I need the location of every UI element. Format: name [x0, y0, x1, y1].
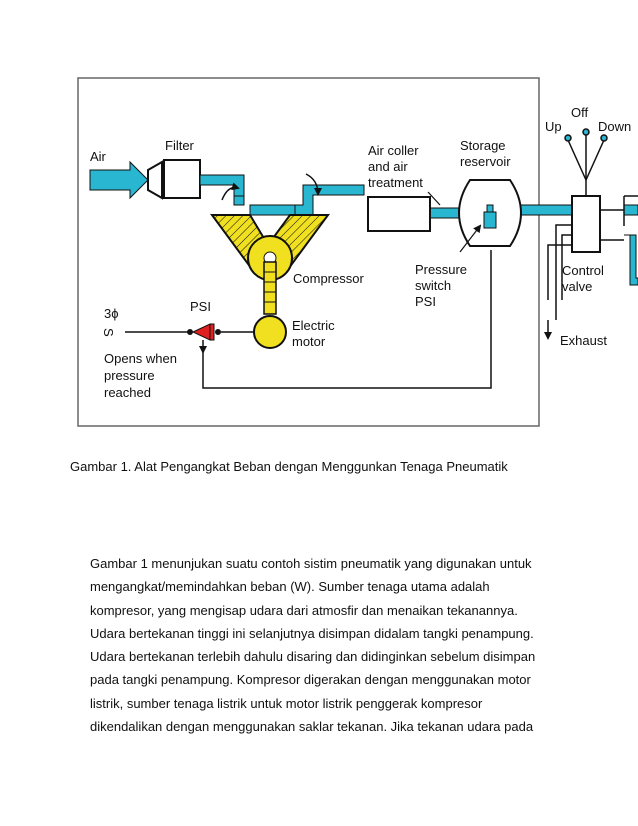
- label-and-air: and air: [368, 159, 408, 174]
- label-switch: switch: [415, 278, 451, 293]
- body-line: kompresor, yang mengisap udara dari atmo…: [90, 602, 518, 618]
- pressure-pointer: [459, 224, 482, 253]
- label-air: Air: [90, 149, 107, 164]
- label-compressor: Compressor: [293, 271, 364, 286]
- label-air-coller: Air coller: [368, 143, 419, 158]
- rotation-arrow-left: [221, 182, 240, 201]
- body-line: pada tangki penampung. Kompresor digerak…: [90, 672, 531, 688]
- body-line: Udara bertekanan tinggi ini selanjutnya …: [90, 625, 534, 641]
- label-electric: Electric: [292, 318, 335, 333]
- air-cooler-box: [367, 196, 431, 232]
- body-line: dikendalikan dengan menggunakan saklar t…: [90, 719, 534, 735]
- label-up: Up: [545, 119, 562, 134]
- body-line: Gambar 1 menunjukan suatu contoh sistim …: [90, 556, 532, 571]
- air-inlet-arrow: [89, 160, 149, 200]
- label-pressure: Pressure: [415, 262, 467, 277]
- exhaust-lines: [544, 224, 572, 340]
- control-lever: [564, 128, 608, 196]
- figure-caption: Gambar 1. Alat Pengangkat Beban dengan M…: [70, 459, 508, 474]
- label-off: Off: [571, 105, 588, 120]
- filter-box: [163, 159, 201, 199]
- label-storage: Storage: [460, 138, 506, 153]
- label-psi: PSI: [190, 299, 211, 314]
- electric-motor: [253, 315, 287, 349]
- label-down: Down: [598, 119, 631, 134]
- figure-frame: [77, 77, 540, 427]
- label-psi-switch: PSI: [415, 294, 436, 309]
- label-reached: reached: [104, 385, 151, 400]
- label-reservoir: reservoir: [460, 154, 511, 169]
- label-valve: valve: [562, 279, 592, 294]
- label-opens-when: Opens when: [104, 351, 177, 366]
- control-valve: [571, 195, 601, 253]
- label-exhaust: Exhaust: [560, 333, 607, 348]
- label-motor: motor: [292, 334, 326, 349]
- filter-intake: [147, 160, 163, 200]
- rotation-arrow-right: [305, 173, 322, 196]
- label-filter: Filter: [165, 138, 195, 153]
- pressure-switch-sensor: [483, 204, 497, 229]
- body-line: listrik, sumber tenaga listrik untuk mot…: [90, 695, 483, 711]
- cooler-pointer: [427, 191, 441, 206]
- pneumatic-system-diagram: Air Filter Air coller and air treatment …: [77, 77, 638, 427]
- body-line: Udara bertekanan terlebih dahulu disarin…: [90, 649, 536, 665]
- body-paragraph: Gambar 1 menunjukan suatu contoh sistim …: [90, 552, 590, 738]
- label-treatment: treatment: [368, 175, 423, 190]
- body-line: mengangkat/memindahkan beban (W). Sumber…: [90, 579, 490, 595]
- feedback-line: [199, 250, 492, 389]
- label-control: Control: [562, 263, 604, 278]
- label-phase-s: S: [101, 328, 116, 337]
- compressor: [210, 214, 330, 315]
- psi-switch: [125, 323, 254, 352]
- label-pressure-l: pressure: [104, 368, 155, 383]
- label-3phase: 3ϕ: [104, 306, 119, 321]
